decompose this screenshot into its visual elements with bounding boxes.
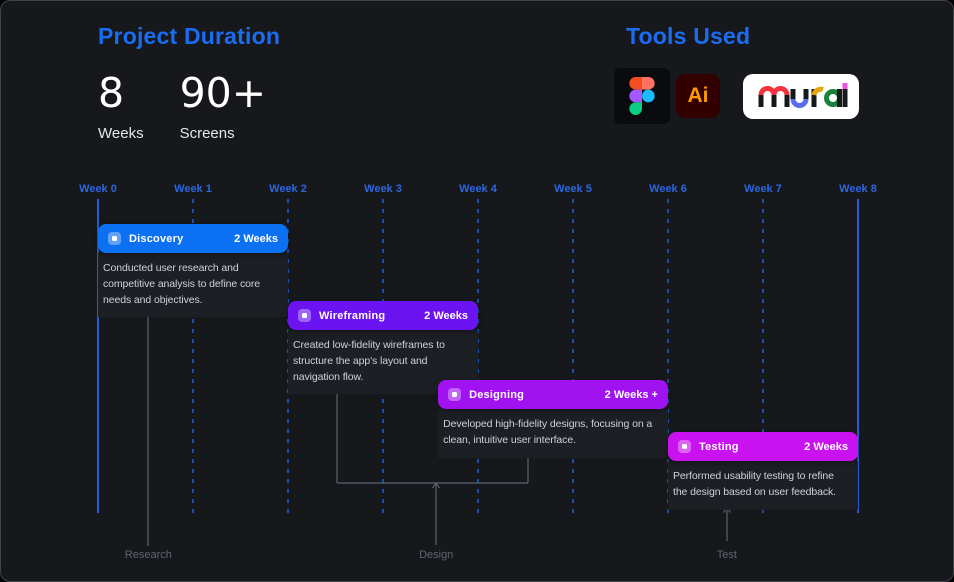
week-tick-label: Week 2 xyxy=(269,183,307,195)
stat-weeks-label: Weeks xyxy=(98,125,144,142)
week-gridline xyxy=(762,199,764,513)
stat-screens: 90+ Screens xyxy=(179,69,267,143)
week-tick-label: Week 5 xyxy=(554,183,592,195)
week-gridline xyxy=(97,199,99,513)
week-tick-label: Week 8 xyxy=(839,183,877,195)
task-name: Discovery xyxy=(129,232,184,245)
task-status-icon xyxy=(448,388,462,401)
figma-logo xyxy=(614,68,670,124)
task-duration: 2 Weeks + xyxy=(604,388,658,401)
task-duration: 2 Weeks xyxy=(234,232,278,245)
week-tick-label: Week 1 xyxy=(174,183,212,195)
stat-weeks: 8 Weeks xyxy=(98,69,144,143)
task-duration: 2 Weeks xyxy=(424,309,468,322)
mural-wordmark-icon xyxy=(758,83,848,108)
tool-logos: Ai xyxy=(614,68,859,124)
task-duration: 2 Weeks xyxy=(804,440,848,453)
week-gridline xyxy=(477,199,479,513)
tools-used-title: Tools Used xyxy=(626,23,751,49)
task-description: Developed high-fidelity designs, focusin… xyxy=(438,409,668,458)
task-name: Wireframing xyxy=(319,309,386,322)
phase-label-test: Test xyxy=(716,549,737,561)
week-gridline xyxy=(572,199,574,513)
task-status-icon xyxy=(108,232,121,245)
task-description: Conducted user research and competitive … xyxy=(98,253,288,318)
project-duration-title: Project Duration xyxy=(98,23,281,49)
task-bar-designing: Designing 2 Weeks + xyxy=(438,380,668,409)
task-status-icon xyxy=(298,309,311,322)
mural-logo xyxy=(743,73,859,119)
week-tick-label: Week 0 xyxy=(79,183,117,195)
figma-icon xyxy=(629,77,655,115)
task-description: Performed usability testing to refine th… xyxy=(668,461,858,510)
stat-weeks-value: 8 xyxy=(98,69,125,117)
adobe-illustrator-label: Ai xyxy=(687,84,709,107)
phase-label-design: Design xyxy=(419,549,454,561)
task-bar-testing: Testing 2 Weeks xyxy=(668,432,858,461)
week-tick-label: Week 3 xyxy=(364,183,402,195)
week-gridline xyxy=(667,199,669,513)
project-stats: 8 Weeks 90+ Screens xyxy=(98,69,267,143)
stat-screens-label: Screens xyxy=(179,125,235,142)
task-name: Designing xyxy=(469,388,525,401)
week-tick-label: Week 7 xyxy=(744,183,782,195)
task-status-icon xyxy=(678,440,691,453)
week-tick-label: Week 4 xyxy=(459,183,497,195)
adobe-illustrator-logo: Ai xyxy=(676,74,720,118)
task-bar-discovery: Discovery 2 Weeks xyxy=(98,224,288,253)
week-gridline xyxy=(857,199,859,513)
phase-label-research: Research xyxy=(124,549,172,561)
week-tick-label: Week 6 xyxy=(649,183,687,195)
stat-screens-value: 90+ xyxy=(179,69,267,117)
task-name: Testing xyxy=(699,440,739,453)
week-gridline xyxy=(192,199,194,513)
task-bar-wireframing: Wireframing 2 Weeks xyxy=(288,301,478,330)
